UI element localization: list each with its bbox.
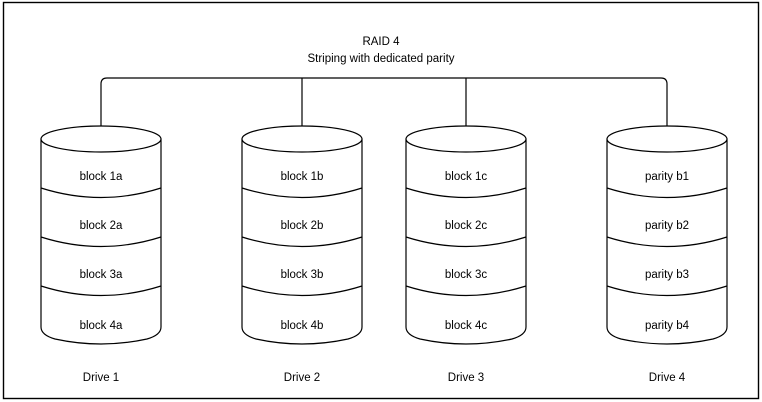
drive-3-block-2: block 2c (445, 220, 487, 232)
drive-4-divider-1 (606, 187, 728, 199)
drive-1-divider-3 (40, 285, 162, 297)
drive-2-label: Drive 2 (284, 372, 320, 384)
drive-1-cylinder: block 1a block 2a block 3a block 4a Driv… (40, 125, 162, 384)
drive-2-divider-1 (241, 187, 363, 199)
drive-1-block-2: block 2a (80, 220, 123, 232)
drive-4-block-1: parity b1 (645, 171, 689, 183)
drive-3-divider-3 (405, 285, 527, 297)
drive-3-block-3: block 3c (445, 269, 487, 281)
drive-bus-connector (100, 77, 668, 126)
drive-1-divider-2 (40, 236, 162, 248)
drive-4-divider-2 (606, 236, 728, 248)
drive-2-divider-2 (241, 236, 363, 248)
drive-1-divider-1 (40, 187, 162, 199)
drive-2-block-1: block 1b (281, 171, 324, 183)
drive-3-divider-1 (405, 187, 527, 199)
drive-4-block-3: parity b3 (645, 269, 689, 281)
drive-2-cylinder: block 1b block 2b block 3b block 4b Driv… (241, 125, 363, 384)
drive-4-label: Drive 4 (649, 372, 686, 384)
drive-4-cylinder: parity b1 parity b2 parity b3 parity b4 … (606, 125, 728, 384)
drive-3-cylinder: block 1c block 2c block 3c block 4c Driv… (405, 125, 527, 384)
bus-horizontal-rail (100, 77, 668, 126)
drive-2-block-2: block 2b (281, 220, 324, 232)
drive-3-label: Drive 3 (448, 372, 484, 384)
drive-2-block-3: block 3b (281, 269, 324, 281)
drive-1-block-3: block 3a (80, 269, 123, 281)
drive-1-block-4: block 4a (80, 320, 123, 332)
drive-1-top-ellipse (40, 125, 162, 153)
drive-4-block-4: parity b4 (645, 320, 690, 332)
drive-3-block-4: block 4c (445, 320, 487, 332)
drive-1-block-1: block 1a (80, 171, 123, 183)
drive-1-label: Drive 1 (83, 372, 119, 384)
drive-3-divider-2 (405, 236, 527, 248)
drive-2-divider-3 (241, 285, 363, 297)
diagram-title-line1: RAID 4 (362, 36, 400, 48)
drive-4-block-2: parity b2 (645, 220, 689, 232)
drive-3-block-1: block 1c (445, 171, 487, 183)
drive-2-block-4: block 4b (281, 320, 324, 332)
drive-3-top-ellipse (405, 125, 527, 153)
drive-4-top-ellipse (606, 125, 728, 153)
diagram-title-line2: Striping with dedicated parity (307, 53, 454, 65)
drive-4-divider-3 (606, 285, 728, 297)
drive-2-top-ellipse (241, 125, 363, 153)
